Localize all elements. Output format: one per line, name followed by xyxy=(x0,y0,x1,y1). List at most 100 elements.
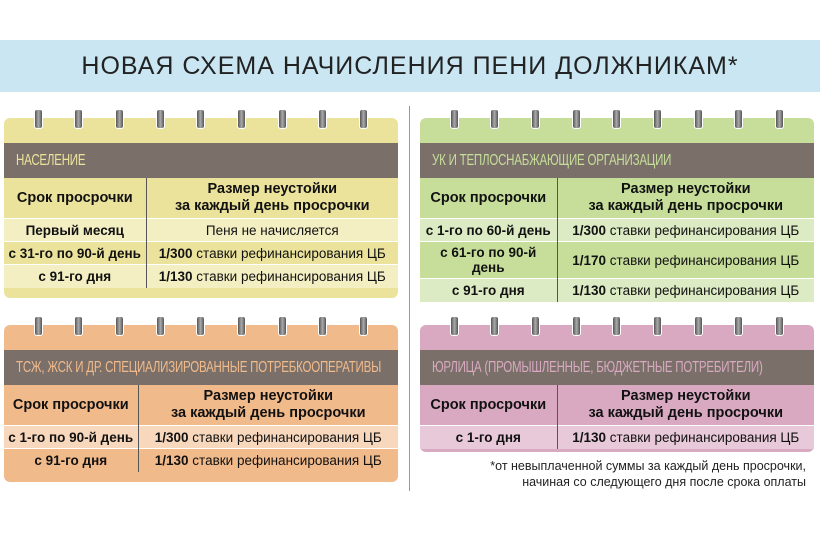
rate-fraction: 1/130 xyxy=(158,268,193,284)
divider xyxy=(409,106,410,491)
card-title-text: ТСЖ, ЖСК И ДР. СПЕЦИАЛИЗИРОВАННЫЕ ПОТРЕБ… xyxy=(16,358,382,376)
rate-fraction: 1/300 xyxy=(154,429,189,445)
rate-text: ставки рефинансирования ЦБ xyxy=(606,252,800,268)
header-rate-line1: Размер неустойки xyxy=(203,388,334,404)
binder-ring-icon xyxy=(359,316,369,336)
header-rate-line2: за каждый день просрочки xyxy=(171,405,366,421)
binder-ring-icon xyxy=(653,109,663,129)
binder-rings xyxy=(4,316,398,338)
binder-ring-icon xyxy=(33,109,43,129)
rate-cell: 1/130 ставки рефинансирования ЦБ xyxy=(138,448,398,472)
footnote: *от невыплаченной суммы за каждый день п… xyxy=(490,458,806,490)
binder-ring-icon xyxy=(74,109,84,129)
header-term: Срок просрочки xyxy=(420,385,558,426)
binder-ring-icon xyxy=(734,109,744,129)
rate-text: ставки рефинансирования ЦБ xyxy=(606,282,800,298)
table-row: с 1-го по 90-й день 1/300 ставки рефинан… xyxy=(4,425,398,449)
rate-fraction: 1/170 xyxy=(572,252,607,268)
table-row: с 91-го дня 1/130 ставки рефинансировани… xyxy=(4,448,398,472)
binder-ring-icon xyxy=(571,109,581,129)
rate-text: ставки рефинансирования ЦБ xyxy=(188,452,382,468)
rate-text: ставки рефинансирования ЦБ xyxy=(606,429,800,445)
card-yurlica: ЮРЛИЦА (ПРОМЫШЛЕННЫЕ, БЮДЖЕТНЫЕ ПОТРЕБИТ… xyxy=(420,316,814,452)
rate-cell: Пеня не начисляется xyxy=(146,218,398,242)
header-term: Срок просрочки xyxy=(4,178,147,219)
binder-ring-icon xyxy=(196,109,206,129)
binder-ring-icon xyxy=(571,316,581,336)
binder-ring-icon xyxy=(318,109,328,129)
table-row: с 91-го дня 1/130 ставки рефинансировани… xyxy=(420,278,814,302)
table-row: Первый месяц Пеня не начисляется xyxy=(4,218,398,242)
binder-ring-icon xyxy=(237,316,247,336)
term-cell: с 1-го дня xyxy=(420,425,558,449)
rate-text: ставки рефинансирования ЦБ xyxy=(192,245,386,261)
binder-ring-icon xyxy=(490,109,500,129)
rate-cell: 1/300 ставки рефинансирования ЦБ xyxy=(557,218,814,242)
term-cell: Первый месяц xyxy=(4,218,147,242)
card-title-text: УК И ТЕПЛОСНАБЖАЮЩИЕ ОРГАНИЗАЦИИ xyxy=(432,151,672,169)
card-title-text: ЮРЛИЦА (ПРОМЫШЛЕННЫЕ, БЮДЖЕТНЫЕ ПОТРЕБИТ… xyxy=(432,358,763,376)
rate-text: ставки рефинансирования ЦБ xyxy=(606,222,800,238)
binder-ring-icon xyxy=(693,109,703,129)
binder-rings xyxy=(420,316,814,338)
binder-ring-icon xyxy=(612,109,622,129)
header-rate-line2: за каждый день просрочки xyxy=(588,405,784,421)
rate-cell: 1/130 ставки рефинансирования ЦБ xyxy=(146,264,398,288)
binder-ring-icon xyxy=(115,316,125,336)
binder-ring-icon xyxy=(359,109,369,129)
binder-ring-icon xyxy=(277,109,287,129)
footnote-line-1: *от невыплаченной суммы за каждый день п… xyxy=(490,459,806,473)
term-cell: с 31-го по 90-й день xyxy=(4,241,147,265)
header-rate-line1: Размер неустойки xyxy=(621,388,751,404)
term-cell: с 61-го по 90-й день xyxy=(420,241,558,279)
binder-ring-icon xyxy=(449,109,459,129)
rate-fraction: 1/130 xyxy=(154,452,189,468)
binder-ring-icon xyxy=(155,109,165,129)
binder-ring-icon xyxy=(74,316,84,336)
binder-ring-icon xyxy=(490,316,500,336)
binder-ring-icon xyxy=(277,316,287,336)
footnote-line-2: начиная со следующего дня после срока оп… xyxy=(522,475,806,489)
binder-ring-icon xyxy=(196,316,206,336)
rate-cell: 1/130 ставки рефинансирования ЦБ xyxy=(557,278,814,302)
term-cell: с 1-го по 60-й день xyxy=(420,218,558,242)
card-uk: УК И ТЕПЛОСНАБЖАЮЩИЕ ОРГАНИЗАЦИИ Срок пр… xyxy=(420,109,814,302)
term-cell: с 91-го дня xyxy=(4,264,147,288)
table-row: с 1-го по 60-й день 1/300 ставки рефинан… xyxy=(420,218,814,242)
rate-fraction: 1/300 xyxy=(572,222,607,238)
binder-rings xyxy=(420,109,814,131)
rate-cell: 1/170 ставки рефинансирования ЦБ xyxy=(557,241,814,279)
table-row: с 1-го дня 1/130 ставки рефинансирования… xyxy=(420,425,814,449)
header-rate-line2: за каждый день просрочки xyxy=(588,198,784,214)
header-rate-line2: за каждый день просрочки xyxy=(175,198,370,214)
binder-ring-icon xyxy=(775,109,785,129)
card-title-text: НАСЕЛЕНИЕ xyxy=(16,151,86,169)
rate-fraction: 1/130 xyxy=(572,429,607,445)
card-title: УК И ТЕПЛОСНАБЖАЮЩИЕ ОРГАНИЗАЦИИ xyxy=(420,143,814,178)
binder-ring-icon xyxy=(115,109,125,129)
card-title: НАСЕЛЕНИЕ xyxy=(4,143,398,178)
rate-fraction: 1/130 xyxy=(572,282,607,298)
rate-fraction: 1/300 xyxy=(158,245,193,261)
card-title: ТСЖ, ЖСК И ДР. СПЕЦИАЛИЗИРОВАННЫЕ ПОТРЕБ… xyxy=(4,350,398,385)
table-row: с 31-го по 90-й день 1/300 ставки рефина… xyxy=(4,241,398,265)
term-cell: с 1-го по 90-й день xyxy=(4,425,139,449)
header-rate-line1: Размер неустойки xyxy=(207,181,338,197)
binder-ring-icon xyxy=(531,316,541,336)
binder-ring-icon xyxy=(318,316,328,336)
binder-ring-icon xyxy=(734,316,744,336)
binder-ring-icon xyxy=(653,316,663,336)
table-row: с 91-го дня 1/130 ставки рефинансировани… xyxy=(4,264,398,288)
card-naselenie: НАСЕЛЕНИЕ Срок просрочки Размер неустойк… xyxy=(4,109,398,298)
